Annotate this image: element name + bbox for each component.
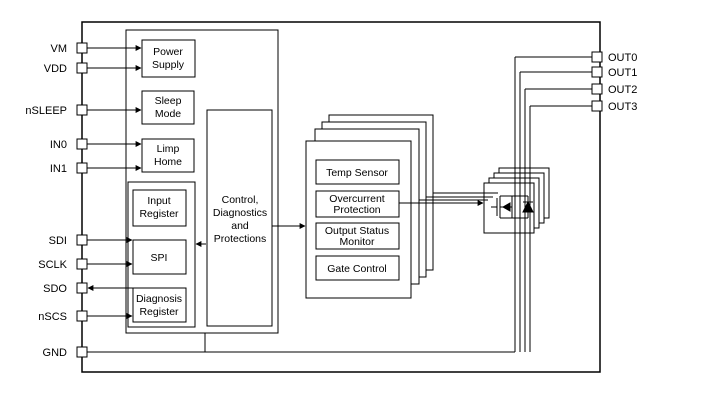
overcurrent-block: Overcurrent Protection — [315, 190, 400, 218]
pin-gnd: GND — [43, 347, 68, 359]
left-pin-squares — [76, 42, 88, 358]
mosfet-stack — [483, 167, 550, 234]
output-status-block: Output Status Monitor — [315, 222, 400, 250]
svg-text:Power: Power — [153, 46, 183, 58]
pin-sdi: SDI — [49, 235, 67, 247]
svg-text:Diagnosis: Diagnosis — [136, 293, 182, 305]
svg-text:Sleep: Sleep — [155, 95, 182, 107]
logic-region — [125, 29, 279, 334]
input-register-block: Input Register — [132, 189, 187, 227]
pin-nscs: nSCS — [38, 311, 67, 323]
pin-vdd: VDD — [44, 63, 67, 75]
right-pin-squares — [591, 51, 603, 112]
pin-vm: VM — [51, 43, 68, 55]
sleep-mode-block: Sleep Mode — [141, 90, 195, 125]
svg-text:Temp Sensor: Temp Sensor — [326, 167, 388, 179]
svg-text:Protections: Protections — [214, 233, 267, 245]
svg-text:Gate Control: Gate Control — [327, 263, 387, 275]
diagnosis-register-block: Diagnosis Register — [132, 287, 187, 323]
left-pin-labels: VM VDD nSLEEP IN0 IN1 SDI SCLK SDO nSCS … — [25, 43, 67, 359]
svg-text:SPI: SPI — [151, 252, 168, 264]
limp-home-block: Limp Home — [141, 138, 195, 173]
pin-sdo: SDO — [43, 283, 67, 295]
svg-text:Output Status: Output Status — [325, 225, 389, 237]
pin-sclk: SCLK — [38, 259, 67, 271]
gate-control-block: Gate Control — [315, 255, 400, 281]
control-block: Control, Diagnostics and Protections — [206, 109, 273, 327]
svg-text:Overcurrent: Overcurrent — [329, 193, 385, 205]
svg-text:Mode: Mode — [155, 108, 181, 120]
svg-text:Monitor: Monitor — [339, 236, 375, 248]
spi-block: SPI — [132, 239, 187, 275]
svg-text:Register: Register — [139, 208, 179, 220]
left-pin-wires — [87, 45, 592, 353]
temp-sensor-block: Temp Sensor — [315, 159, 400, 185]
svg-text:Home: Home — [154, 156, 182, 168]
pin-out0: OUT0 — [608, 52, 637, 64]
pin-out2: OUT2 — [608, 84, 637, 96]
svg-text:Supply: Supply — [152, 59, 185, 71]
svg-text:Diagnostics: Diagnostics — [213, 207, 267, 219]
pin-out1: OUT1 — [608, 67, 637, 79]
pin-nsleep: nSLEEP — [25, 105, 67, 117]
pin-in1: IN1 — [50, 163, 67, 175]
pin-out3: OUT3 — [608, 101, 637, 113]
svg-text:Protection: Protection — [333, 204, 380, 216]
pin-in0: IN0 — [50, 139, 67, 151]
right-pin-labels: OUT0 OUT1 OUT2 OUT3 — [608, 52, 637, 113]
svg-text:Register: Register — [139, 306, 179, 318]
svg-text:Limp: Limp — [157, 143, 180, 155]
svg-text:Input: Input — [147, 195, 170, 207]
power-supply-block: Power Supply — [141, 39, 196, 78]
device-outline — [81, 21, 601, 373]
serial-interface-group — [127, 181, 196, 328]
svg-text:Control,: Control, — [222, 194, 259, 206]
svg-text:and: and — [231, 220, 249, 232]
